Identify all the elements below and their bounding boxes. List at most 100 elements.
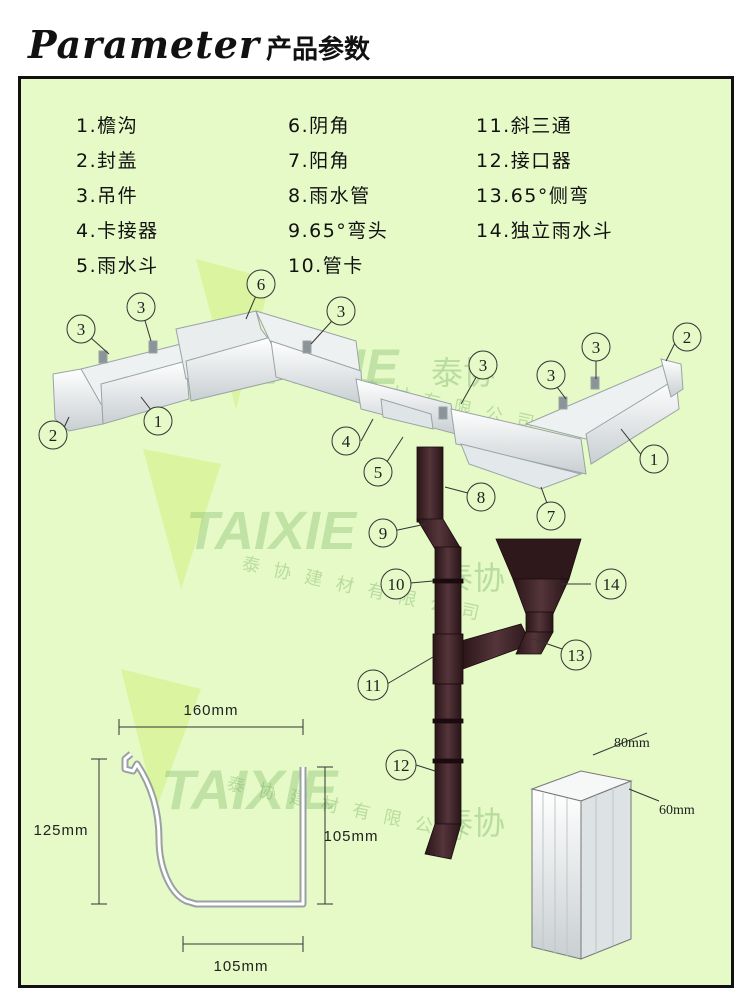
svg-text:9: 9 <box>379 524 388 543</box>
standalone-hopper-neck <box>525 611 554 633</box>
callout-1b: 1 <box>639 444 669 474</box>
hanger-3 <box>302 340 312 354</box>
callout-4: 4 <box>331 426 361 456</box>
callout-3d: 3 <box>468 350 498 380</box>
pipe-clip-1 <box>432 578 464 584</box>
callout-12: 12 <box>385 749 417 781</box>
page-title: Parameter 产品参数 <box>28 22 370 72</box>
callout-3f: 3 <box>581 332 611 362</box>
hanger-4 <box>438 406 448 420</box>
downpipe-assembly <box>416 446 582 860</box>
diagram-canvas: TAIXIE 泰协 泰协建材有限公司 TAIXIE 泰协 泰协建材有限公司 TA… <box>33 259 702 975</box>
svg-text:1: 1 <box>154 412 163 431</box>
callout-14: 14 <box>595 568 627 600</box>
gutter-right-side <box>585 378 680 465</box>
callout-3e: 3 <box>536 360 566 390</box>
parameter-panel: TAIXIE 泰协 泰协建材有限公司 TAIXIE 泰协 泰协建材有限公司 TA… <box>18 76 734 988</box>
gutter-profile-inner <box>123 752 305 906</box>
svg-text:14: 14 <box>603 575 621 594</box>
svg-text:7: 7 <box>547 507 556 526</box>
callout-1a: 1 <box>143 406 173 436</box>
svg-text:2: 2 <box>683 328 692 347</box>
dimension-lines <box>91 719 333 952</box>
part-item: 1.檐沟 <box>76 115 139 137</box>
svg-text:8: 8 <box>477 488 486 507</box>
callout-6: 6 <box>246 269 276 299</box>
y-branch <box>432 633 464 685</box>
standalone-hopper-body <box>512 578 570 615</box>
downpipe-lower <box>434 683 462 825</box>
svg-text:12: 12 <box>393 756 410 775</box>
watermark-logo-3 <box>121 669 201 809</box>
elbow-upper <box>416 518 462 550</box>
part-item: 8.雨水管 <box>288 185 371 207</box>
callout-3b: 3 <box>126 292 156 322</box>
part-item: 11.斜三通 <box>476 115 573 137</box>
callout-5: 5 <box>363 457 393 487</box>
callout-2b: 2 <box>672 322 702 352</box>
callout-2a: 2 <box>38 420 68 450</box>
svg-text:10: 10 <box>388 575 405 594</box>
gutter-left-front <box>100 360 190 425</box>
part-item: 7.阳角 <box>288 150 351 172</box>
callout-13: 13 <box>560 639 592 671</box>
downpipe-outlet <box>424 823 462 860</box>
svg-text:3: 3 <box>547 366 556 385</box>
standalone-hopper-top <box>495 538 582 580</box>
part-item: 2.封盖 <box>76 150 139 172</box>
side-bend <box>515 631 554 655</box>
watermark-brand-2: TAIXIE <box>186 501 358 561</box>
part-item: 10.管卡 <box>288 255 364 277</box>
part-item: 4.卡接器 <box>76 220 159 242</box>
hanger-6 <box>590 376 600 390</box>
callout-8: 8 <box>466 482 496 512</box>
parts-list-col1: 1.檐沟 2.封盖 3.吊件 4.卡接器 5.雨水斗 <box>76 109 159 284</box>
downpipe-middle <box>434 546 462 638</box>
callout-3c: 3 <box>326 296 356 326</box>
dim-pipe-depth: 60mm <box>659 803 695 818</box>
parts-list-col3: 11.斜三通 12.接口器 13.65°侧弯 14.独立雨水斗 <box>476 109 613 249</box>
callout-group: 3 3 6 3 3 3 3 2 2 1 1 4 5 7 8 9 10 14 13… <box>38 269 702 781</box>
svg-text:3: 3 <box>337 302 346 321</box>
svg-text:1: 1 <box>650 450 659 469</box>
hanger-2 <box>148 340 158 354</box>
watermark-brand-3: TAIXIE <box>161 758 339 821</box>
svg-text:2: 2 <box>49 426 58 445</box>
pipe-ribs <box>542 788 614 956</box>
parts-list-col2: 6.阴角 7.阳角 8.雨水管 9.65°弯头 10.管卡 <box>288 109 388 284</box>
callout-7: 7 <box>536 501 566 531</box>
watermark-logo-2 <box>143 449 221 589</box>
dim-gutter-height: 125mm <box>33 822 88 839</box>
gutter-right-front <box>450 408 587 475</box>
svg-text:3: 3 <box>137 298 146 317</box>
svg-text:13: 13 <box>568 646 585 665</box>
gutter-assembly <box>52 310 684 490</box>
callout-9: 9 <box>368 518 398 548</box>
dim-gutter-back-height: 105mm <box>323 828 378 845</box>
hanger-1 <box>98 350 108 364</box>
downpipe-upper <box>416 446 444 523</box>
dim-gutter-width: 160mm <box>183 702 238 719</box>
svg-text:3: 3 <box>77 320 86 339</box>
pipe-dimension-lines <box>592 732 660 802</box>
svg-text:5: 5 <box>374 463 383 482</box>
part-item: 14.独立雨水斗 <box>476 220 614 242</box>
dim-pipe-width: 80mm <box>614 736 650 751</box>
part-item: 13.65°侧弯 <box>476 185 590 207</box>
title-en: Parameter <box>28 22 260 67</box>
hanger-5 <box>558 396 568 410</box>
title-zh: 产品参数 <box>265 35 370 65</box>
part-item: 12.接口器 <box>476 150 573 172</box>
gutter-profile: 160mm 125mm 105mm 105mm <box>33 702 378 975</box>
part-item: 6.阴角 <box>288 115 351 137</box>
svg-text:3: 3 <box>479 356 488 375</box>
outer-corner <box>460 443 583 490</box>
svg-text:11: 11 <box>365 676 381 695</box>
svg-text:6: 6 <box>257 275 266 294</box>
callout-3a: 3 <box>66 314 96 344</box>
pipe-clip-3 <box>432 758 464 764</box>
pipe-side-face <box>580 780 632 960</box>
downpipe-section: 80mm 60mm <box>530 732 695 960</box>
dim-gutter-bottom: 105mm <box>213 958 268 975</box>
end-cap-right <box>660 358 684 398</box>
